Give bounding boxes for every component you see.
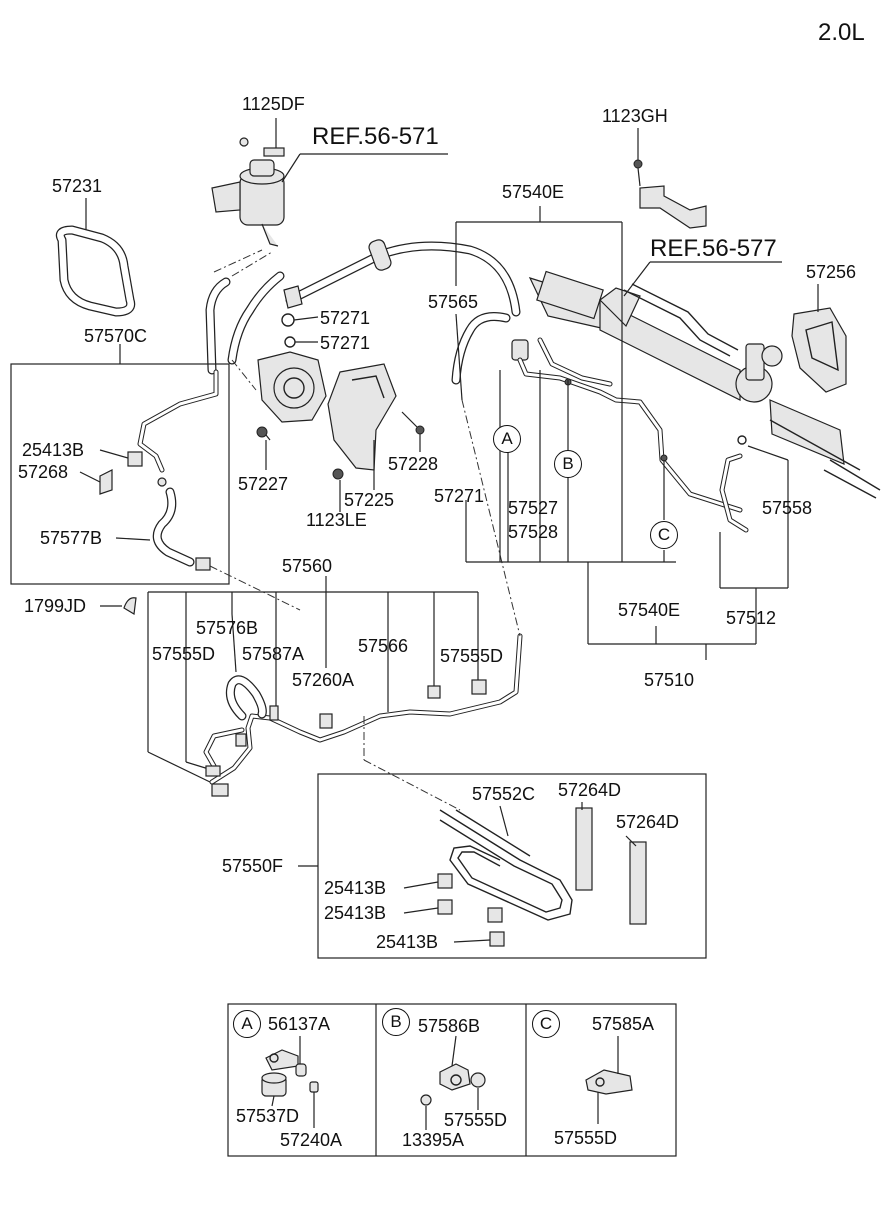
callout-57550f[interactable]: 57550F xyxy=(222,856,284,876)
callout-57271-b[interactable]: 57271 xyxy=(320,333,371,353)
detail-c-parts xyxy=(585,1036,633,1124)
pressure-hose-drawing xyxy=(283,239,749,533)
detail-c-marker: C xyxy=(532,1010,560,1038)
detail-c-part-57585a[interactable]: 57585A xyxy=(592,1014,655,1034)
callout-57260a[interactable]: 57260A xyxy=(292,670,355,690)
return-tube-drawing xyxy=(203,633,523,797)
callout-57271-a[interactable]: 57271 xyxy=(320,308,371,328)
callout-57256[interactable]: 57256 xyxy=(806,262,857,282)
callout-1123le[interactable]: 1123LE xyxy=(306,510,367,530)
detail-b-parts xyxy=(420,1035,486,1130)
callout-57576b[interactable]: 57576B xyxy=(196,618,259,638)
callout-57587a[interactable]: 57587A xyxy=(242,644,305,664)
callout-25413b-a[interactable]: 25413B xyxy=(324,878,387,898)
callout-57228[interactable]: 57228 xyxy=(388,454,439,474)
bracket-1123gh-drawing xyxy=(633,128,707,229)
detail-b-part-57586b[interactable]: 57586B xyxy=(418,1016,481,1036)
callout-57570c[interactable]: 57570C xyxy=(84,326,148,346)
callout-57540e-top[interactable]: 57540E xyxy=(502,182,565,202)
callout-1799jd[interactable]: 1799JD xyxy=(24,596,87,616)
callout-25413b-c[interactable]: 25413B xyxy=(376,932,439,952)
marker-b[interactable]: B xyxy=(554,450,582,478)
callout-57540e-bottom[interactable]: 57540E xyxy=(618,600,681,620)
callout-57577b[interactable]: 57577B xyxy=(40,528,103,548)
ref-reservoir[interactable]: REF.56-571 xyxy=(312,123,439,150)
callout-57565[interactable]: 57565 xyxy=(428,292,479,312)
callout-57555d-right[interactable]: 57555D xyxy=(440,646,504,666)
callout-57264d-b[interactable]: 57264D xyxy=(616,812,680,832)
marker-a[interactable]: A xyxy=(493,425,521,453)
detail-b-marker: B xyxy=(382,1008,410,1036)
detail-c-part-57555d[interactable]: 57555D xyxy=(554,1128,618,1148)
drive-belt-drawing xyxy=(55,225,136,317)
callout-1123gh[interactable]: 1123GH xyxy=(602,106,668,126)
ref-gear[interactable]: REF.56-577 xyxy=(650,235,777,262)
power-steering-pump-drawing xyxy=(256,351,425,480)
detail-a-marker: A xyxy=(233,1010,261,1038)
callout-57264d-a[interactable]: 57264D xyxy=(558,780,622,800)
callout-57566[interactable]: 57566 xyxy=(358,636,409,656)
callout-57512[interactable]: 57512 xyxy=(726,608,777,628)
detail-b-part-57555d[interactable]: 57555D xyxy=(444,1110,508,1130)
callout-57560[interactable]: 57560 xyxy=(282,556,333,576)
engine-label: 2.0L xyxy=(818,19,865,46)
callout-57227[interactable]: 57227 xyxy=(238,474,289,494)
suction-hose-drawing xyxy=(99,369,219,571)
detail-a-part-57537d[interactable]: 57537D xyxy=(236,1106,300,1126)
callout-57558[interactable]: 57558 xyxy=(762,498,813,518)
detail-a-part-57240a[interactable]: 57240A xyxy=(280,1130,343,1150)
detail-a-parts xyxy=(261,1036,319,1128)
callout-57552c[interactable]: 57552C xyxy=(472,784,536,804)
callout-25413b-b[interactable]: 25413B xyxy=(324,903,387,923)
callout-25413b-suction[interactable]: 25413B xyxy=(22,440,85,460)
detail-b-part-13395a[interactable]: 13395A xyxy=(402,1130,465,1150)
reservoir-drawing xyxy=(211,118,285,247)
callout-57268[interactable]: 57268 xyxy=(18,462,69,482)
callout-57510[interactable]: 57510 xyxy=(644,670,695,690)
marker-c[interactable]: C xyxy=(650,521,678,549)
callout-57231[interactable]: 57231 xyxy=(52,176,103,196)
callout-57225[interactable]: 57225 xyxy=(344,490,395,510)
detail-a-part-56137a[interactable]: 56137A xyxy=(268,1014,331,1034)
callout-57527[interactable]: 57527 xyxy=(508,498,559,518)
steering-gear-drawing xyxy=(528,270,881,499)
callout-57555d-left[interactable]: 57555D xyxy=(152,644,216,664)
callout-1125df[interactable]: 1125DF xyxy=(242,94,305,114)
oil-cooler-drawing xyxy=(437,807,647,947)
callout-57528[interactable]: 57528 xyxy=(508,522,559,542)
callout-57271-c[interactable]: 57271 xyxy=(434,486,485,506)
